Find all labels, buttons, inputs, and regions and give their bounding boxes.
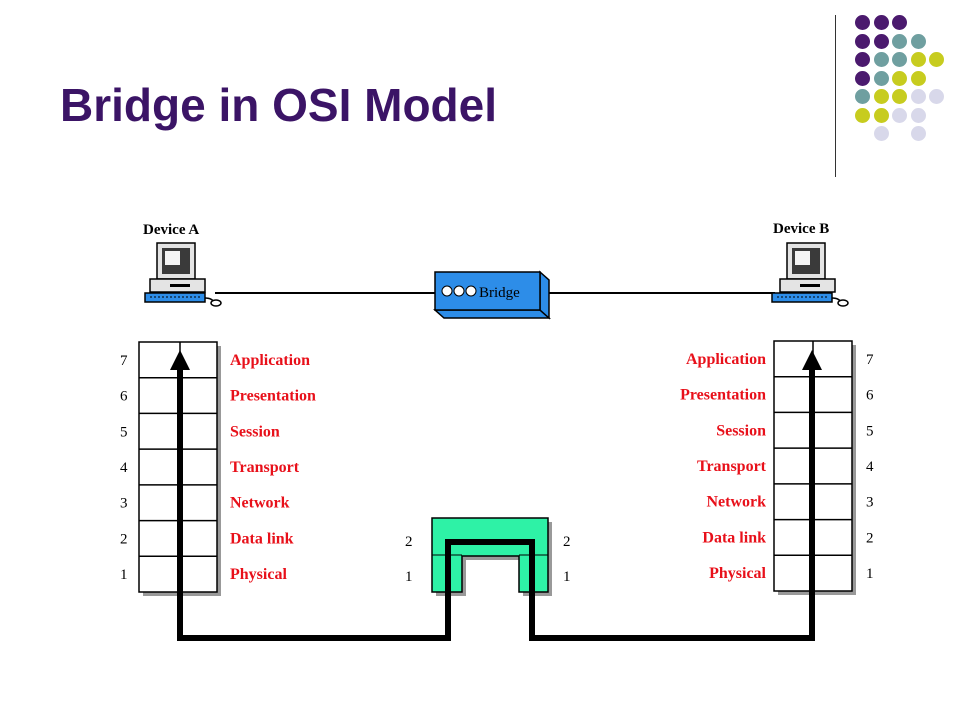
device-b-label: Device B — [773, 221, 829, 237]
decorative-dot — [873, 52, 889, 67]
decorative-dot — [873, 107, 889, 123]
device-a-layer-number: 5 — [120, 424, 128, 440]
decorative-dot — [873, 126, 889, 141]
device-a-layer-label: Transport — [230, 459, 300, 476]
device-a-layer-label: Network — [230, 495, 290, 512]
decorative-dot — [873, 33, 889, 49]
decorative-dot — [855, 107, 870, 123]
decorative-dot — [910, 126, 926, 141]
device-a-layer-number: 6 — [120, 389, 128, 405]
device-b-layer-number: 2 — [866, 530, 874, 546]
decorative-dot — [892, 107, 907, 123]
decorative-dot — [929, 52, 944, 67]
decorative-dot — [910, 70, 926, 86]
bridge-left-layer-number: 1 — [405, 569, 413, 585]
device-b-layer-label: Application — [686, 351, 766, 368]
device-a-layer-label: Physical — [230, 566, 287, 583]
device-a-label: Device A — [143, 222, 199, 238]
bridge-right-layer-number: 2 — [563, 534, 571, 550]
device-b-layer-label: Network — [706, 494, 766, 511]
device-b-layer-label: Presentation — [680, 387, 766, 404]
decorative-dot — [873, 15, 889, 30]
device-b-layer-number: 4 — [866, 459, 874, 475]
device-a-layer-label: Data link — [230, 530, 294, 547]
decorative-dot — [910, 33, 926, 49]
device-a-layer-number: 2 — [120, 531, 128, 547]
bridge-right-layer-number: 1 — [563, 569, 571, 585]
decorative-dot — [855, 70, 870, 86]
decorative-dot — [892, 89, 907, 104]
bridge-device-icon: Bridge — [433, 270, 551, 320]
decorative-dot — [855, 89, 870, 104]
bridge-left-layer-number: 2 — [405, 534, 413, 550]
device-a-layer-number: 1 — [120, 567, 128, 583]
arrow-up-right-icon — [802, 350, 822, 370]
device-b-layer-number: 7 — [866, 352, 874, 368]
device-b-layer-label: Transport — [697, 458, 767, 475]
device-b-layer-label: Physical — [709, 565, 766, 582]
decorative-dot — [892, 52, 907, 67]
device-b-layer-number: 1 — [866, 566, 874, 582]
decorative-dot — [855, 52, 870, 67]
data-flow-path — [177, 366, 815, 641]
device-b-layer-number: 6 — [866, 388, 874, 404]
decorative-dot — [929, 89, 944, 104]
decorative-dot — [855, 33, 870, 49]
arrow-up-left-icon — [170, 350, 190, 370]
title-divider-line — [835, 15, 836, 177]
computer-b-icon — [771, 242, 849, 307]
device-a-layer-number: 4 — [120, 460, 128, 476]
device-b-layer-number: 3 — [866, 495, 874, 511]
device-a-layer-number: 3 — [120, 496, 128, 512]
device-b-layer-label: Session — [716, 422, 766, 439]
device-b-layer-label: Data link — [702, 529, 766, 546]
device-a-layer-label: Presentation — [230, 388, 316, 405]
decorative-dot — [910, 89, 926, 104]
decorative-dot — [873, 89, 889, 104]
device-a-layer-number: 7 — [120, 353, 128, 369]
device-b-layer-number: 5 — [866, 423, 874, 439]
slide-title: Bridge in OSI Model — [60, 79, 498, 131]
bridge-label: Bridge — [479, 285, 520, 301]
decorative-dot — [855, 15, 870, 30]
decorative-dot — [910, 52, 926, 67]
device-a-layer-label: Application — [230, 352, 310, 369]
decorative-dot — [892, 33, 907, 49]
computer-a-icon — [144, 242, 222, 307]
decorative-dot — [892, 70, 907, 86]
decorative-dot — [910, 107, 926, 123]
decorative-dot — [892, 15, 907, 30]
device-a-layer-label: Session — [230, 423, 280, 440]
decorative-dot — [873, 70, 889, 86]
